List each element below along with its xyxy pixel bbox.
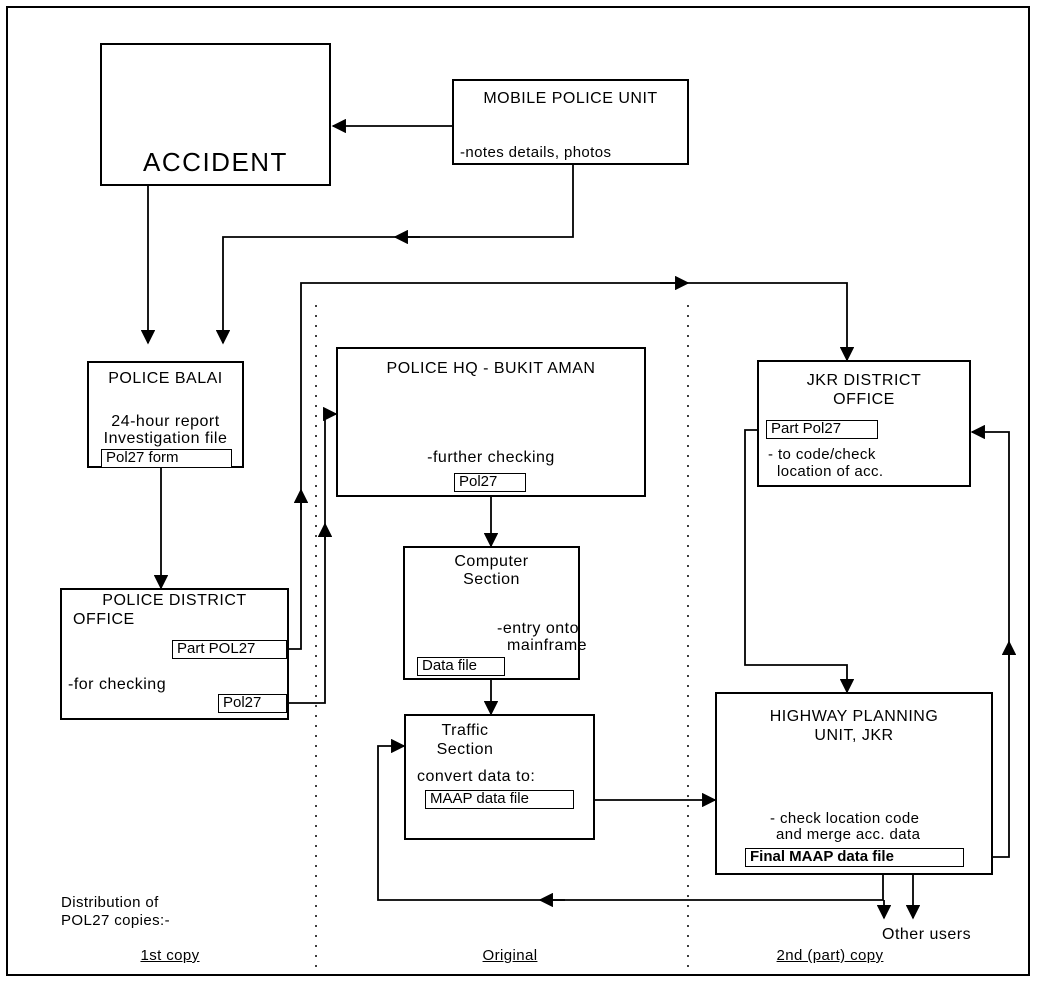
- arrow-mobile-to-balai: [223, 165, 573, 343]
- police-balai-line1: 24-hour report: [87, 413, 244, 431]
- column-second-copy: 2nd (part) copy: [740, 947, 920, 964]
- police-district-title-1: POLICE DISTRICT: [60, 592, 289, 610]
- mobile-police-note: -notes details, photos: [460, 144, 611, 161]
- computer-title-2: Section: [403, 571, 580, 589]
- police-district-note: -for checking: [68, 676, 166, 694]
- police-district-title-2: OFFICE: [73, 611, 135, 629]
- police-hq-note: -further checking: [336, 449, 646, 467]
- arrow-district-to-hq: [287, 414, 336, 703]
- accident-label: ACCIDENT: [100, 148, 331, 178]
- jkr-district-note-2: location of acc.: [777, 463, 883, 480]
- police-balai-line2: Investigation file: [87, 430, 244, 448]
- part-pol27-box: Part POL27: [172, 640, 287, 659]
- column-original: Original: [440, 947, 580, 964]
- pol27-district-box: Pol27: [218, 694, 287, 713]
- police-balai-title: POLICE BALAI: [87, 370, 244, 388]
- traffic-title-2: Section: [410, 741, 520, 759]
- traffic-title-1: Traffic: [410, 722, 520, 740]
- highway-note-1: - check location code: [770, 810, 919, 827]
- jkr-district-title-2: OFFICE: [757, 391, 971, 409]
- pol27-form-box: Pol27 form: [101, 449, 232, 468]
- pol27-hq-box: Pol27: [454, 473, 526, 492]
- column-first-copy: 1st copy: [100, 947, 240, 964]
- jkr-district-note-1: - to code/check: [768, 446, 876, 463]
- computer-note-2: mainframe: [507, 637, 587, 655]
- highway-title-2: UNIT, JKR: [715, 727, 993, 745]
- final-maap-data-file-box: Final MAAP data file: [745, 848, 964, 867]
- computer-title-1: Computer: [403, 553, 580, 571]
- part-pol27-jkr-box: Part Pol27: [766, 420, 878, 439]
- computer-note-1: -entry onto: [497, 620, 579, 638]
- distribution-line-2: POL27 copies:-: [61, 912, 170, 929]
- other-users-label: Other users: [882, 926, 971, 944]
- highway-note-2: and merge acc. data: [776, 826, 920, 843]
- maap-data-file-box: MAAP data file: [425, 790, 574, 809]
- data-file-box: Data file: [417, 657, 505, 676]
- distribution-line-1: Distribution of: [61, 894, 159, 911]
- mobile-police-title: MOBILE POLICE UNIT: [452, 90, 689, 108]
- highway-title-1: HIGHWAY PLANNING: [715, 708, 993, 726]
- traffic-note: convert data to:: [417, 768, 535, 786]
- jkr-district-title-1: JKR DISTRICT: [757, 372, 971, 390]
- police-hq-title: POLICE HQ - BUKIT AMAN: [336, 360, 646, 378]
